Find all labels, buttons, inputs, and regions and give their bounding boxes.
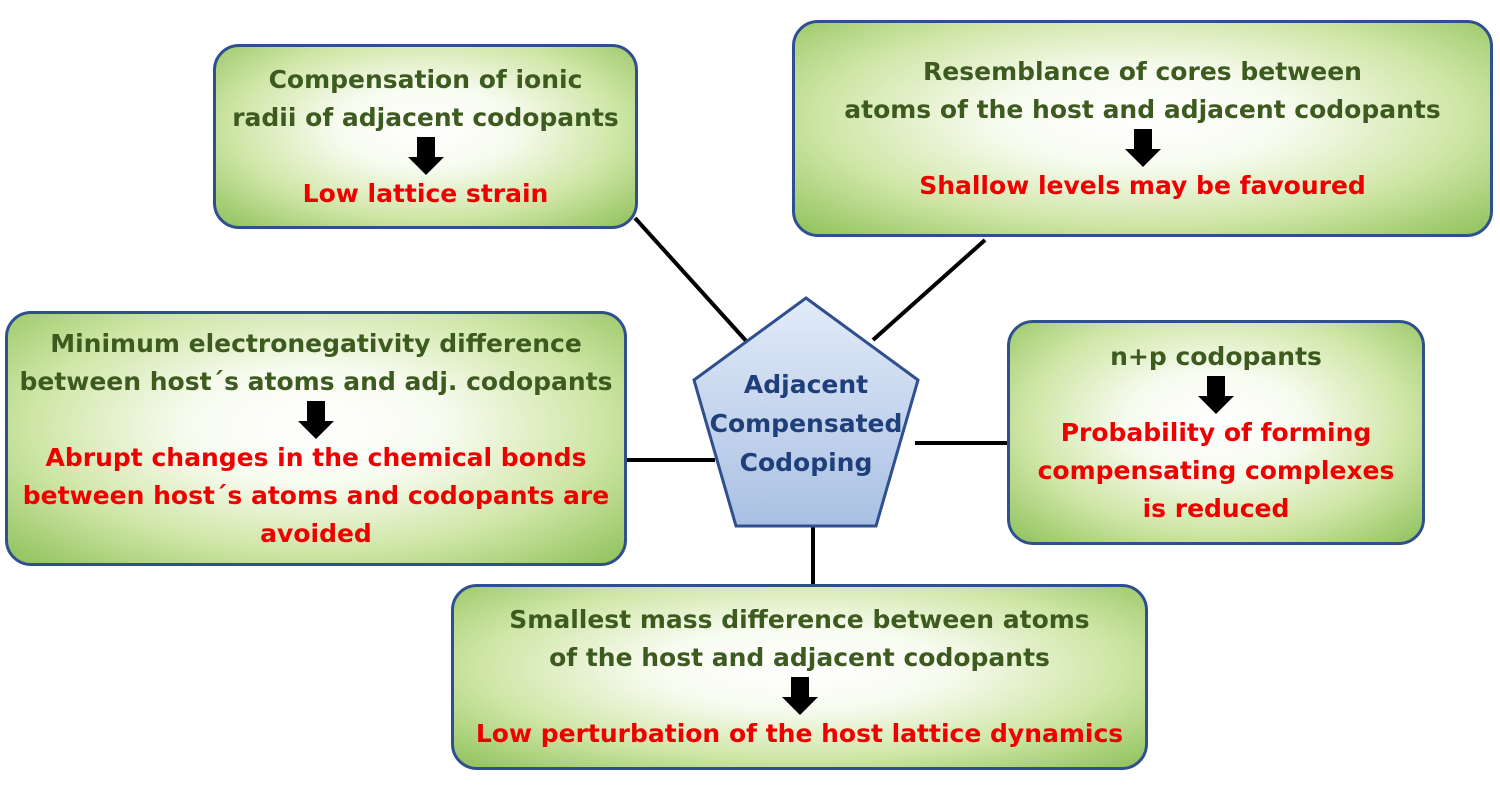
- cores-premise-line-2: atoms of the host and adjacent codopants: [844, 94, 1441, 124]
- box-ionic-radii: Compensation of ionic radii of adjacent …: [213, 44, 638, 229]
- pentagon-shape: [692, 296, 920, 528]
- down-arrow-icon: [1198, 375, 1234, 414]
- connector-ionic: [633, 216, 750, 345]
- electronegativity-result-line-2: between host´s atoms and codopants are: [22, 480, 610, 510]
- ionic-premise-line-2: radii of adjacent codopants: [232, 102, 619, 132]
- down-arrow-icon: [781, 677, 818, 715]
- center-title-line-3: Codoping: [739, 448, 873, 477]
- mass-premise-line-1: Smallest mass difference between atoms: [509, 605, 1090, 634]
- ionic-premise-line-1: Compensation of ionic: [268, 64, 583, 94]
- down-arrow-icon: [1124, 128, 1161, 167]
- np-result-line-2: compensating complexes: [1037, 455, 1395, 485]
- down-arrow-icon: [298, 400, 334, 439]
- center-title-line-1: Adjacent: [743, 370, 869, 399]
- cores-premise-line-1: Resemblance of cores between: [923, 56, 1362, 86]
- np-result-line-3: is reduced: [1142, 493, 1290, 523]
- electronegativity-premise-line-1: Minimum electronegativity difference: [50, 328, 582, 358]
- electronegativity-result-line-1: Abrupt changes in the chemical bonds: [45, 442, 587, 472]
- box-np-codopants: n+p codopants Probability of forming com…: [1007, 320, 1425, 545]
- np-result-line-1: Probability of forming: [1060, 417, 1372, 447]
- down-arrow-icon: [407, 136, 444, 175]
- box-resemblance-of-cores: Resemblance of cores between atoms of th…: [792, 20, 1493, 237]
- ionic-result-line-1: Low lattice strain: [302, 178, 549, 208]
- center-title: Adjacent Compensated Codoping: [690, 365, 922, 482]
- electronegativity-result-line-3: avoided: [260, 518, 372, 548]
- center-pentagon: Adjacent Compensated Codoping: [690, 295, 922, 529]
- mass-result-line-1: Low perturbation of the host lattice dyn…: [475, 719, 1124, 748]
- connector-cores: [871, 238, 987, 342]
- electronegativity-premise-line-2: between host´s atoms and adj. codopants: [19, 366, 613, 396]
- box-mass-difference: Smallest mass difference between atoms o…: [451, 584, 1148, 770]
- center-title-line-2: Compensated: [709, 409, 903, 438]
- box-electronegativity: Minimum electronegativity difference bet…: [5, 311, 627, 566]
- np-premise-line-1: n+p codopants: [1110, 341, 1322, 371]
- cores-result-line-1: Shallow levels may be favoured: [919, 170, 1366, 200]
- mass-premise-line-2: of the host and adjacent codopants: [549, 643, 1050, 672]
